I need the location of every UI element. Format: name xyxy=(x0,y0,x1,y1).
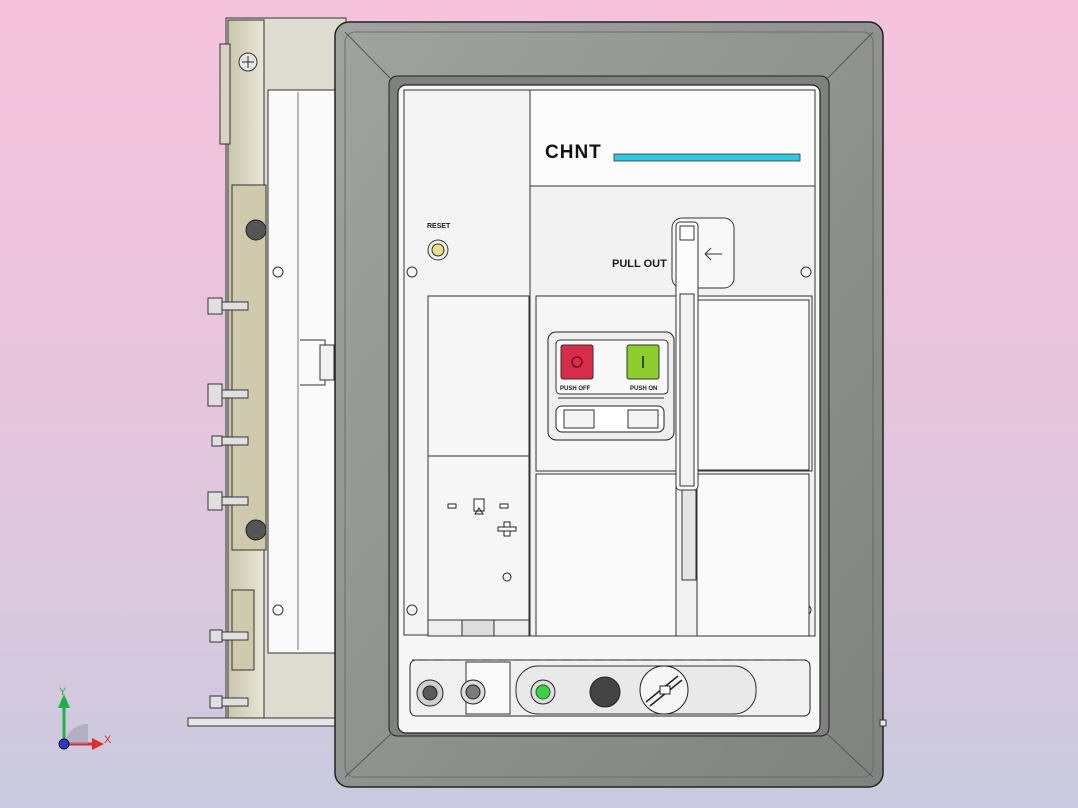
key-lock-knob[interactable] xyxy=(460,679,486,705)
push-off-button[interactable] xyxy=(560,344,594,380)
brand-logo: CHNT xyxy=(545,142,602,163)
axis-x-label: X xyxy=(104,734,112,746)
pull-out-handle[interactable] xyxy=(671,217,735,581)
module-symbols xyxy=(447,498,517,582)
push-on-button[interactable] xyxy=(626,344,660,380)
axis-y-label: Y xyxy=(59,686,67,698)
reset-button[interactable] xyxy=(427,239,449,261)
ready-indicator-icon xyxy=(530,679,556,705)
brand-accent-bar xyxy=(613,153,801,162)
push-on-label: PUSH ON xyxy=(630,386,658,392)
arrow-left-icon xyxy=(704,247,722,261)
charge-indicator-icon xyxy=(589,676,621,708)
padlock-icon[interactable] xyxy=(416,679,444,707)
pull-out-label: PULL OUT xyxy=(612,258,667,270)
axis-triad xyxy=(58,694,104,750)
reset-label: RESET xyxy=(427,223,451,230)
push-off-label: PUSH OFF xyxy=(560,386,591,392)
module-covers xyxy=(427,295,813,637)
operation-counter-knob[interactable] xyxy=(639,665,689,715)
